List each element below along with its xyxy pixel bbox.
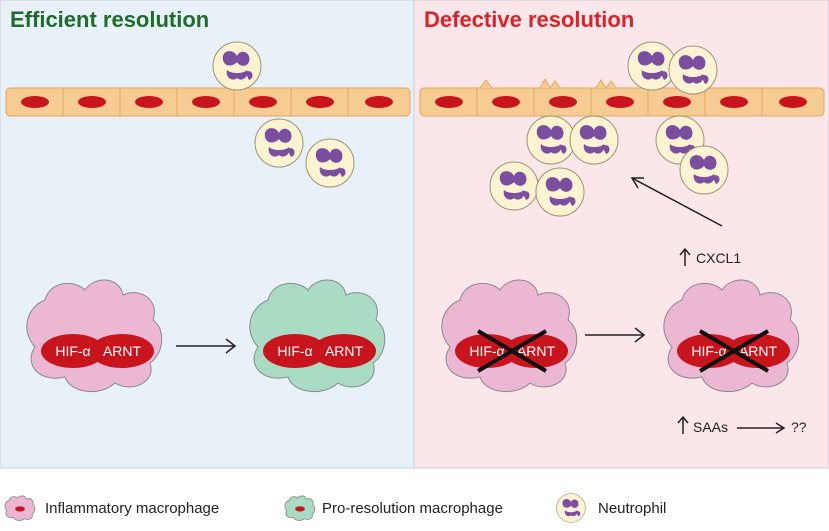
legend-inflammatory-label: Inflammatory macrophage: [45, 500, 219, 517]
hif-arnt-complex: HIF-α ARNT: [263, 334, 376, 368]
left-panel: [0, 0, 415, 469]
right-panel: [413, 0, 829, 469]
cxcl1-arrow: [631, 177, 723, 227]
pro-resolution-macrophage: [249, 279, 386, 393]
legend: Inflammatory macrophage Pro-resolution m…: [4, 493, 666, 523]
svg-text:ARNT: ARNT: [103, 343, 142, 359]
inflammatory-macrophage: [26, 279, 163, 393]
neutrophil: [305, 138, 355, 188]
left-panel-title: Efficient resolution: [10, 7, 209, 32]
neutrophil: [679, 145, 729, 195]
arrowhead: [634, 327, 646, 343]
hif-arnt-complex: HIF-α ARNT: [41, 334, 154, 368]
neutrophil: [526, 115, 576, 165]
right-panel-title: Defective resolution: [424, 7, 634, 32]
svg-text:HIF-α: HIF-α: [691, 343, 726, 359]
unknown-label: ??: [791, 419, 807, 435]
svg-text:HIF-α: HIF-α: [469, 343, 504, 359]
svg-text:HIF-α: HIF-α: [55, 343, 90, 359]
neutrophil: [627, 41, 677, 91]
saas-up-arrow: [677, 415, 689, 434]
saas-label: SAAs: [693, 419, 728, 435]
neutrophil: [569, 115, 619, 165]
neutrophil: [489, 161, 539, 211]
svg-text:ARNT: ARNT: [739, 343, 778, 359]
arrowhead: [225, 338, 237, 354]
neutrophil: [668, 45, 718, 95]
neutrophil: [254, 118, 304, 168]
svg-text:ARNT: ARNT: [325, 343, 364, 359]
inflammatory-macrophage: [663, 279, 800, 393]
hif-arnt-complex-inhibited: HIF-α ARNT: [455, 329, 568, 373]
hif-arnt-complex-inhibited: HIF-α ARNT: [677, 329, 790, 373]
neutrophil: [535, 167, 585, 217]
cxcl1-up-arrow: [679, 247, 691, 266]
legend-neutrophil-label: Neutrophil: [598, 500, 666, 517]
neutrophil: [212, 41, 262, 91]
svg-text:HIF-α: HIF-α: [277, 343, 312, 359]
legend-pro-resolution-icon: [284, 495, 316, 521]
legend-pro-resolution-label: Pro-resolution macrophage: [322, 500, 503, 517]
cxcl1-label: CXCL1: [696, 250, 741, 266]
right-endothelium: [419, 77, 825, 117]
svg-text:ARNT: ARNT: [517, 343, 556, 359]
arrowhead: [630, 177, 644, 189]
legend-inflammatory-icon: [4, 495, 36, 521]
legend-neutrophil-icon: [556, 493, 586, 523]
arrowhead: [775, 422, 786, 434]
inflammatory-macrophage: [441, 279, 578, 393]
left-endothelium: [5, 87, 411, 117]
